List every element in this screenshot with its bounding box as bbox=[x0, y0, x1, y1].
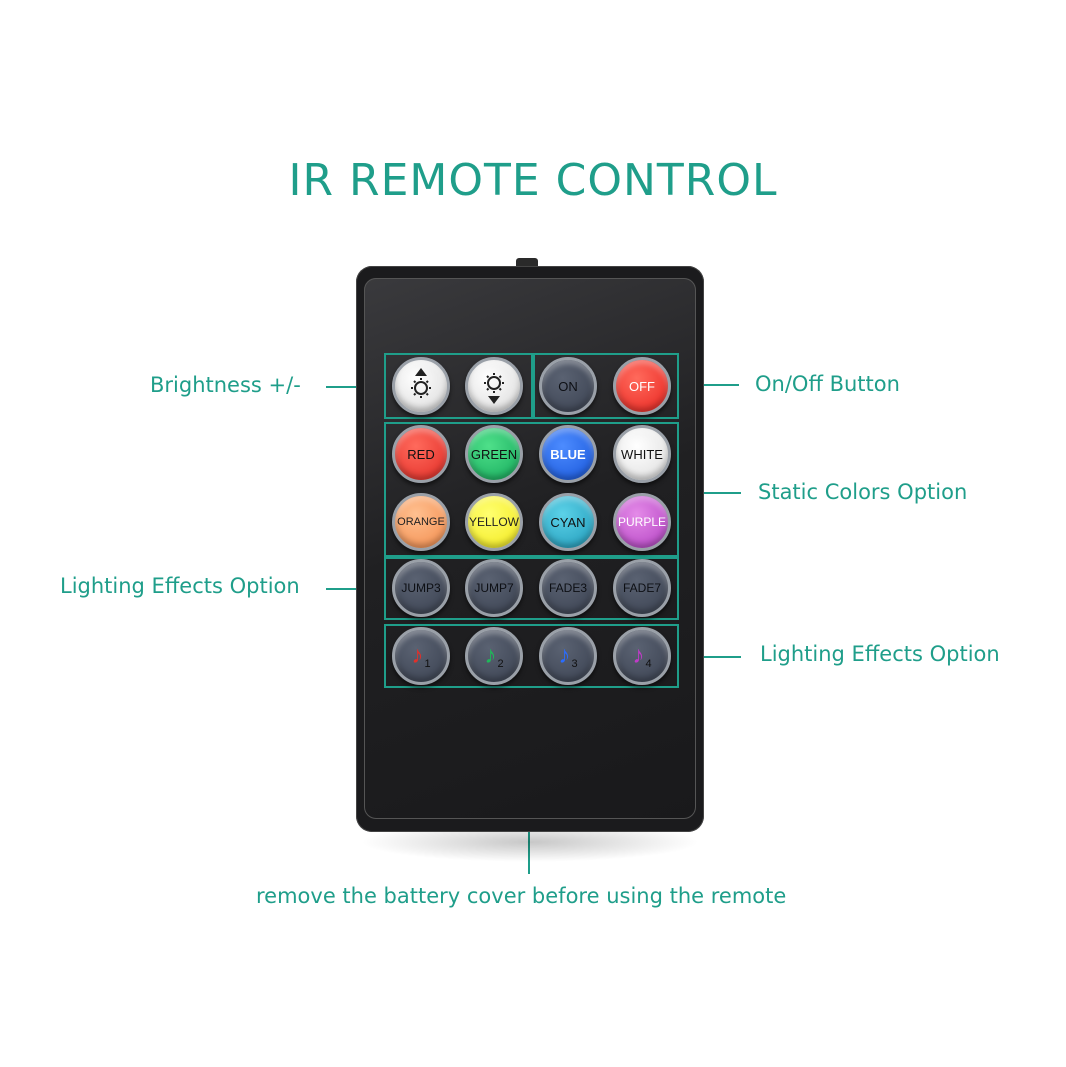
leader-line-lighting-left bbox=[326, 588, 384, 590]
orange-button[interactable]: ORANGE bbox=[392, 493, 450, 551]
label-lighting-effects-left: Lighting Effects Option bbox=[60, 574, 300, 598]
music-note-icon: ♪ bbox=[411, 642, 424, 669]
music-4-button[interactable]: ♪4 bbox=[613, 627, 671, 685]
group-box-brightness bbox=[384, 353, 533, 419]
jump3-button[interactable]: JUMP3 bbox=[392, 559, 450, 617]
white-button[interactable]: WHITE bbox=[613, 425, 671, 483]
jump7-button[interactable]: JUMP7 bbox=[465, 559, 523, 617]
music-3-button[interactable]: ♪3 bbox=[539, 627, 597, 685]
label-battery-note: remove the battery cover before using th… bbox=[256, 884, 787, 908]
fade7-button[interactable]: FADE7 bbox=[613, 559, 671, 617]
group-box-music bbox=[384, 624, 679, 688]
blue-button[interactable]: BLUE bbox=[539, 425, 597, 483]
music-note-icon: ♪ bbox=[558, 642, 571, 669]
brightness-up-icon bbox=[411, 368, 431, 398]
music-note-icon: ♪ bbox=[484, 642, 497, 669]
group-box-static-colors bbox=[384, 422, 679, 557]
red-button[interactable]: RED bbox=[392, 425, 450, 483]
group-box-effects bbox=[384, 557, 679, 620]
label-on-off: On/Off Button bbox=[755, 372, 900, 396]
leader-line-battery bbox=[528, 832, 530, 874]
page-title: IR REMOTE CONTROL bbox=[288, 155, 778, 207]
music-1-button[interactable]: ♪1 bbox=[392, 627, 450, 685]
off-button[interactable]: OFF bbox=[613, 357, 671, 415]
leader-line-static-colors bbox=[679, 492, 741, 494]
on-button[interactable]: ON bbox=[539, 357, 597, 415]
music-note-icon: ♪ bbox=[632, 642, 645, 669]
music-2-button[interactable]: ♪2 bbox=[465, 627, 523, 685]
label-brightness: Brightness +/- bbox=[150, 373, 301, 397]
leader-line-on-off bbox=[679, 384, 739, 386]
brightness-up-button[interactable] bbox=[392, 357, 450, 415]
brightness-down-button[interactable] bbox=[465, 357, 523, 415]
label-lighting-effects-right: Lighting Effects Option bbox=[760, 642, 1000, 666]
green-button[interactable]: GREEN bbox=[465, 425, 523, 483]
purple-button[interactable]: PURPLE bbox=[613, 493, 671, 551]
group-box-on-off bbox=[533, 353, 679, 419]
leader-line-lighting-right bbox=[679, 656, 741, 658]
leader-line-brightness bbox=[326, 386, 384, 388]
cyan-button[interactable]: CYAN bbox=[539, 493, 597, 551]
yellow-button[interactable]: YELLOW bbox=[465, 493, 523, 551]
brightness-down-icon bbox=[484, 373, 504, 404]
fade3-button[interactable]: FADE3 bbox=[539, 559, 597, 617]
label-static-colors: Static Colors Option bbox=[758, 480, 968, 504]
